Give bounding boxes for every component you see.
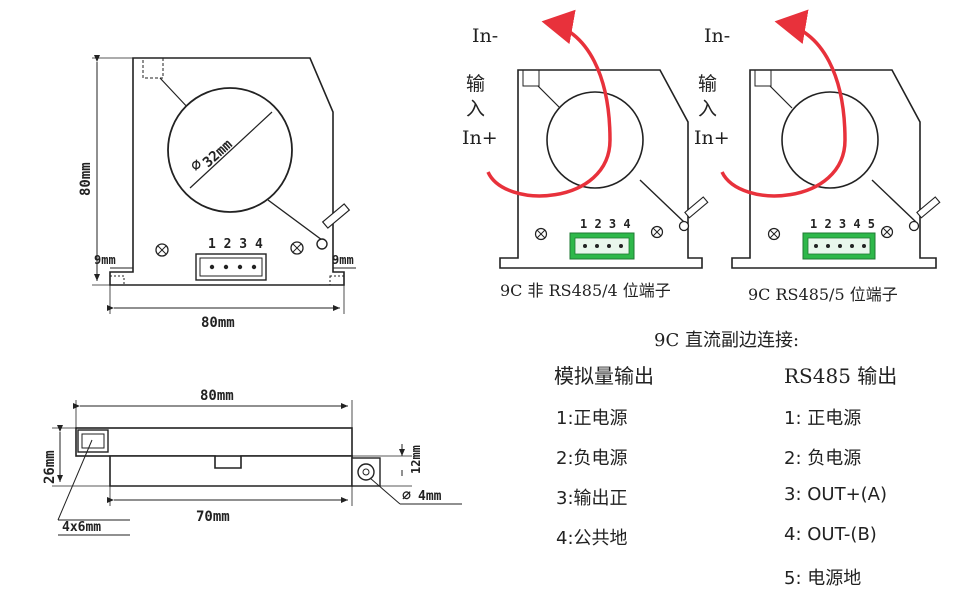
module-b-caption: 9C RS485/5 位端子 xyxy=(748,285,898,304)
side-base-width-label: 70mm xyxy=(196,509,230,525)
front-latch-lever xyxy=(321,203,351,229)
side-hole-label: 4mm xyxy=(418,489,442,504)
front-top-latch xyxy=(142,57,164,79)
diameter-symbol-small: ∅ xyxy=(402,486,411,504)
module-a-input-label-2: 入 xyxy=(466,98,485,120)
front-height-label: 80mm xyxy=(78,162,94,196)
front-through-hole xyxy=(167,87,293,213)
module-a-in-plus: In+ xyxy=(462,127,498,149)
side-height-label: 26mm xyxy=(42,450,58,484)
front-screw-left xyxy=(155,243,169,257)
side-top-plate xyxy=(75,427,353,457)
module-b-hole xyxy=(781,91,879,189)
rs485-item-3: 3: OUT+(A) xyxy=(784,484,888,505)
module-b-in-minus: In- xyxy=(704,25,730,47)
module-b-pins-label: 1 2 3 4 5 xyxy=(810,217,875,231)
analog-header: 模拟量输出 xyxy=(554,364,654,388)
analog-item-2: 2:负电源 xyxy=(556,448,628,469)
module-a-current-arrow xyxy=(486,9,612,198)
module-a-input-label-1: 输 xyxy=(466,73,485,95)
analog-item-1: 1:正电源 xyxy=(556,408,628,429)
front-width-label: 80mm xyxy=(201,315,235,331)
front-latch-pivot xyxy=(316,238,328,250)
module-a: 1 2 3 4 In- 输 入 In+ 9C 非 RS485/4 位端子 xyxy=(462,9,709,300)
module-a-caption: 9C 非 RS485/4 位端子 xyxy=(500,281,671,300)
rs485-item-2: 2: 负电源 xyxy=(784,448,862,469)
side-width-label: 80mm xyxy=(200,388,234,404)
module-b-input-label-2: 入 xyxy=(698,98,717,120)
front-view: 32mm ∅ 1 2 3 4 80mm 80mm xyxy=(78,55,356,331)
front-left-margin-label: 9mm xyxy=(94,253,116,267)
module-b-in-plus: In+ xyxy=(694,127,730,149)
module-b: 1 2 3 4 5 In- 输 入 In+ 9C RS485/5 位端子 xyxy=(694,9,941,304)
analog-item-3: 3:输出正 xyxy=(556,488,628,509)
rs485-item-4: 4: OUT-(B) xyxy=(784,524,877,545)
side-slot xyxy=(77,429,109,453)
rs485-item-1: 1: 正电源 xyxy=(784,408,862,429)
front-pins-label: 1 2 3 4 xyxy=(208,237,263,252)
side-inner-height-label: 12mm xyxy=(409,445,423,474)
module-a-hole xyxy=(546,91,644,189)
module-b-current-arrow xyxy=(720,9,847,198)
module-b-screw-left xyxy=(767,227,781,241)
module-b-input-label-1: 输 xyxy=(698,73,717,95)
front-right-margin-label: 9mm xyxy=(332,253,354,267)
rs485-item-5: 5: 电源地 xyxy=(784,568,862,589)
module-a-screw-right xyxy=(650,225,664,239)
connection-title: 9C 直流副边连接: xyxy=(654,330,800,351)
analog-item-4: 4:公共地 xyxy=(556,528,628,549)
front-screw-right xyxy=(290,241,304,255)
side-view: 80mm 26mm 12mm 70mm 4x6mm ∅ 4mm xyxy=(42,388,462,536)
module-a-pins-label: 1 2 3 4 xyxy=(580,217,631,231)
module-a-in-minus: In- xyxy=(472,25,498,47)
rs485-header: RS485 输出 xyxy=(784,364,898,388)
front-hole-diameter-line xyxy=(189,111,273,189)
side-slot-label: 4x6mm xyxy=(62,520,101,535)
side-base xyxy=(109,455,353,487)
module-b-screw-right xyxy=(880,225,894,239)
module-a-screw-left xyxy=(534,227,548,241)
